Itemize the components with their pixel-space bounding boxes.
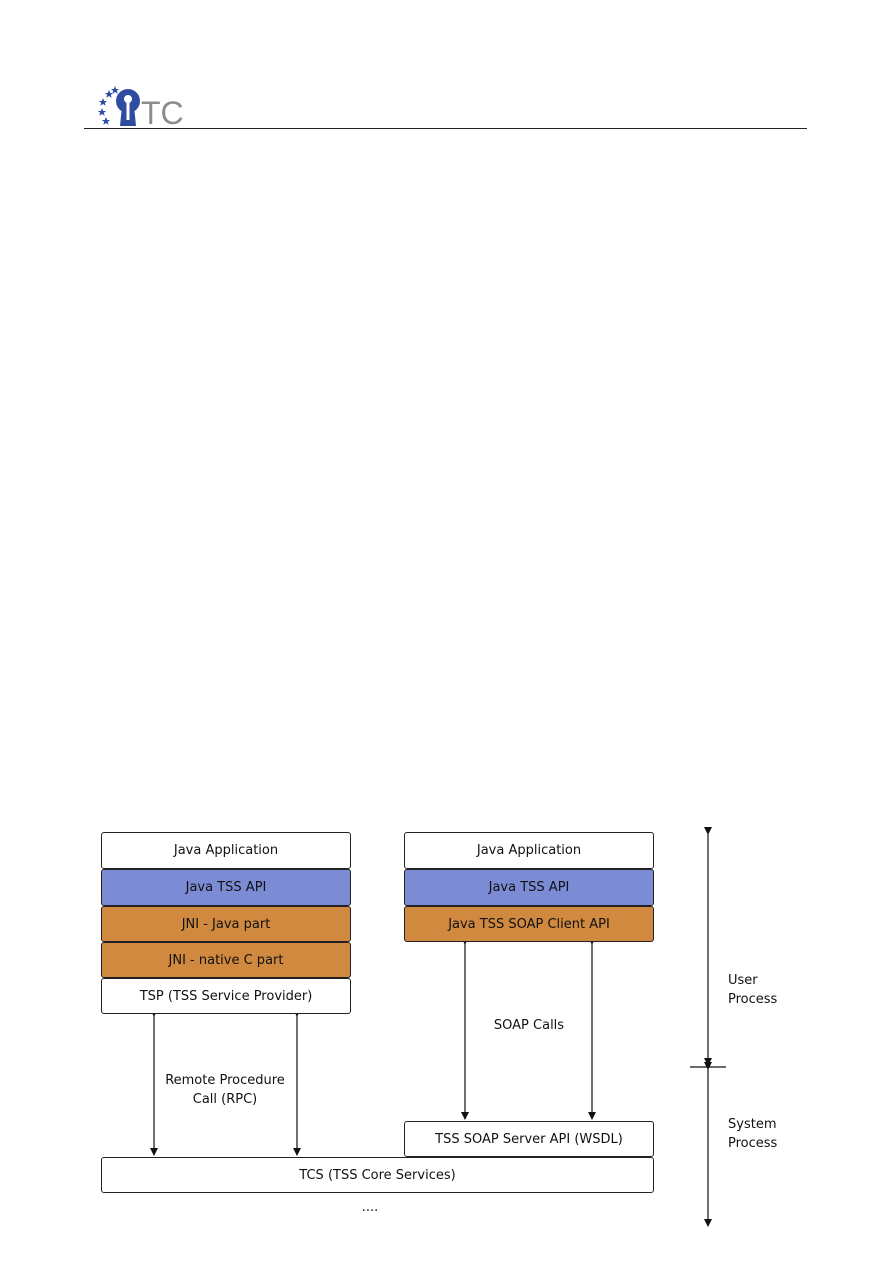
itc-logo: TC	[97, 86, 184, 128]
user-process-line2: Process	[728, 992, 778, 1007]
rpc-label-line1: Remote Procedure	[165, 1073, 285, 1088]
system-process-label: System Process	[728, 1115, 777, 1153]
right-java-tss-api-box: Java TSS API	[404, 869, 654, 906]
jni-native-c-part-box: JNI - native C part	[101, 942, 351, 978]
rpc-label-line2: Call (RPC)	[192, 1092, 258, 1107]
left-java-application-box: Java Application	[101, 832, 351, 869]
logo-stars	[97, 86, 120, 125]
header-divider	[84, 128, 807, 129]
right-java-application-box: Java Application	[404, 832, 654, 869]
tcs-box: TCS (TSS Core Services)	[101, 1157, 654, 1193]
system-process-line1: System	[728, 1117, 777, 1132]
user-process-label: User Process	[728, 971, 777, 1009]
rpc-label: Remote Procedure Call (RPC)	[155, 1071, 295, 1109]
soap-server-api-box: TSS SOAP Server API (WSDL)	[404, 1121, 654, 1157]
system-process-line2: Process	[728, 1136, 778, 1151]
soap-client-api-box: Java TSS SOAP Client API	[404, 906, 654, 942]
logo-text: TC	[141, 95, 184, 128]
user-process-line1: User	[728, 973, 758, 988]
tsp-box: TSP (TSS Service Provider)	[101, 978, 351, 1014]
soap-calls-label: SOAP Calls	[493, 1018, 565, 1033]
jni-java-part-box: JNI - Java part	[101, 906, 351, 942]
left-java-tss-api-box: Java TSS API	[101, 869, 351, 906]
ellipsis-label: ....	[361, 1200, 379, 1215]
page-header: TC	[0, 0, 893, 140]
